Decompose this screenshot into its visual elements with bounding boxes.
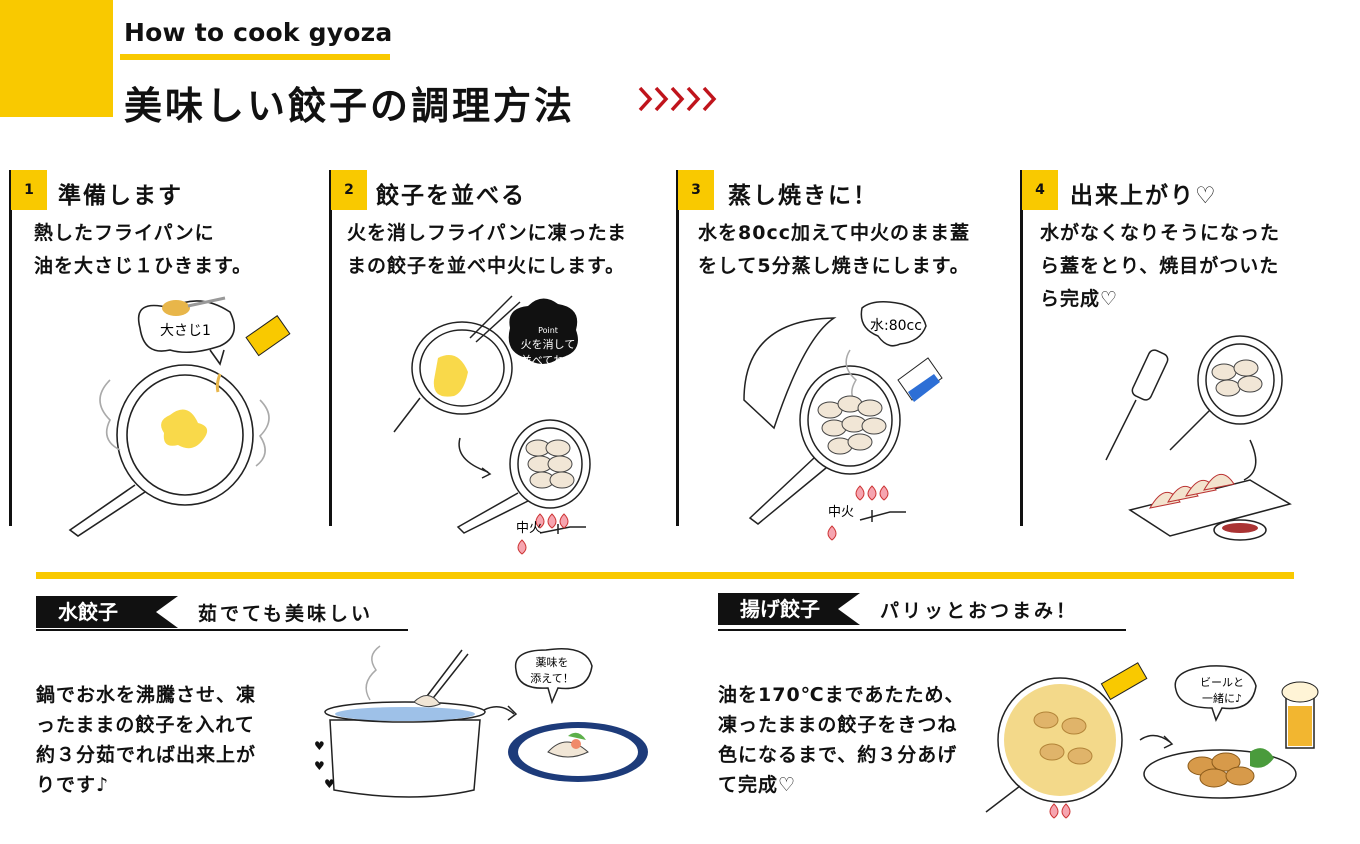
gyoza-row	[817, 395, 887, 455]
step-1-title: 準備します	[58, 183, 183, 209]
step-1-number: 1	[11, 170, 47, 210]
tag-point-icon	[838, 593, 860, 625]
boiled-gyoza-underline	[36, 629, 408, 631]
pan-gyoza-arrangement-illustration: Point 火を消して 並べてね！ 中火	[393, 295, 591, 555]
point-badge-label: Point	[538, 326, 558, 335]
pan-lid-water-illustration: 水:80cc 中火	[743, 301, 943, 541]
boiled-gyoza-tagline: 茹でても美味しい	[198, 602, 374, 625]
condiment-bubble-line-2: 添えて！	[530, 671, 573, 685]
fried-gyoza-underline	[718, 629, 1126, 631]
page-subtitle: How to cook gyoza	[124, 18, 393, 47]
point-line-1: 火を消して	[521, 337, 576, 351]
svg-text:♥: ♥	[324, 777, 335, 791]
boiled-gyoza-illustration: 薬味を 添えて！ ♥ ♥ ♥	[314, 645, 648, 798]
tag-point-icon	[156, 596, 178, 628]
step-3-number: 3	[678, 170, 714, 210]
step-1-rule	[9, 170, 12, 526]
step-4-text: 水がなくなりそうになったら蓋をとり、焼目がついたら完成♡	[1040, 222, 1281, 310]
plated-gyoza	[1149, 474, 1235, 509]
step-3-title: 蒸し焼きに！	[728, 183, 878, 209]
spoon-label: 大さじ1	[160, 323, 211, 339]
page-title: 美味しい餃子の調理方法	[124, 84, 576, 128]
step-2-number: 2	[331, 170, 367, 210]
step-4-number: 4	[1022, 170, 1058, 210]
flame-icon	[517, 513, 569, 555]
fried-gyoza-text: 油を170℃まであたため、凍ったままの餃子をきつね色になるまで、約３分あげて完成…	[718, 684, 965, 796]
boiled-gyoza-header: 水餃子 茹でても美味しい	[36, 596, 373, 628]
flame-icon	[1049, 803, 1071, 819]
step-3-rule	[676, 170, 679, 526]
step-1-text: 熱したフライパンに油を大さじ１ひきます。	[34, 222, 253, 277]
boiled-gyoza-text: 鍋でお水を沸騰させ、凍ったままの餃子を入れて約３分茹でれば出来上がりです♪	[36, 684, 257, 796]
fried-gyoza-header: 揚げ餃子 パリッとおつまみ！	[718, 593, 1078, 625]
chevrons-right-icon	[638, 86, 717, 112]
measuring-cup-icon	[897, 357, 943, 402]
water-amount-label: 水:80cc	[870, 318, 922, 334]
oil-bottle-icon	[215, 315, 291, 393]
condiment-bubble-line-1: 薬味を	[536, 656, 569, 669]
step-4-rule	[1020, 170, 1023, 526]
subtitle-underline	[120, 54, 390, 60]
boiled-gyoza-tag: 水餃子	[36, 596, 156, 628]
beer-bubble-line-1: ビールと	[1200, 676, 1244, 689]
header-accent-block	[0, 0, 113, 117]
heat-label: 中火	[516, 521, 542, 536]
gyoza-row	[1211, 359, 1263, 397]
step-2-title: 餃子を並べる	[376, 183, 526, 209]
finished-gyoza-illustration	[1105, 335, 1292, 541]
fried-gyoza-tag: 揚げ餃子	[718, 593, 838, 625]
flame-icon	[827, 485, 889, 541]
step-3-text: 水を80cc加えて中火のまま蓋をして5分蒸し焼きにします。	[698, 222, 971, 277]
beer-bubble-line-2: 一緒に♪	[1202, 691, 1242, 705]
section-divider	[36, 572, 1294, 579]
fried-gyoza-tagline: パリッとおつまみ！	[880, 599, 1079, 622]
step-2-text: 火を消しフライパンに凍ったままの餃子を並べ中火にします。	[347, 222, 628, 277]
svg-text:♥: ♥	[314, 759, 325, 773]
fried-gyoza-illustration: ビールと 一緒に♪	[985, 662, 1319, 819]
gyoza-row	[525, 439, 575, 489]
point-line-2: 並べてね！	[521, 353, 576, 367]
heat-label: 中火	[828, 505, 854, 520]
svg-text:♥: ♥	[314, 739, 325, 753]
step-2-rule	[329, 170, 332, 526]
frying-pan-oil-illustration: 大さじ1	[68, 296, 291, 537]
hearts-icon: ♥ ♥ ♥	[314, 739, 335, 791]
step-4-title: 出来上がり♡	[1070, 183, 1218, 209]
